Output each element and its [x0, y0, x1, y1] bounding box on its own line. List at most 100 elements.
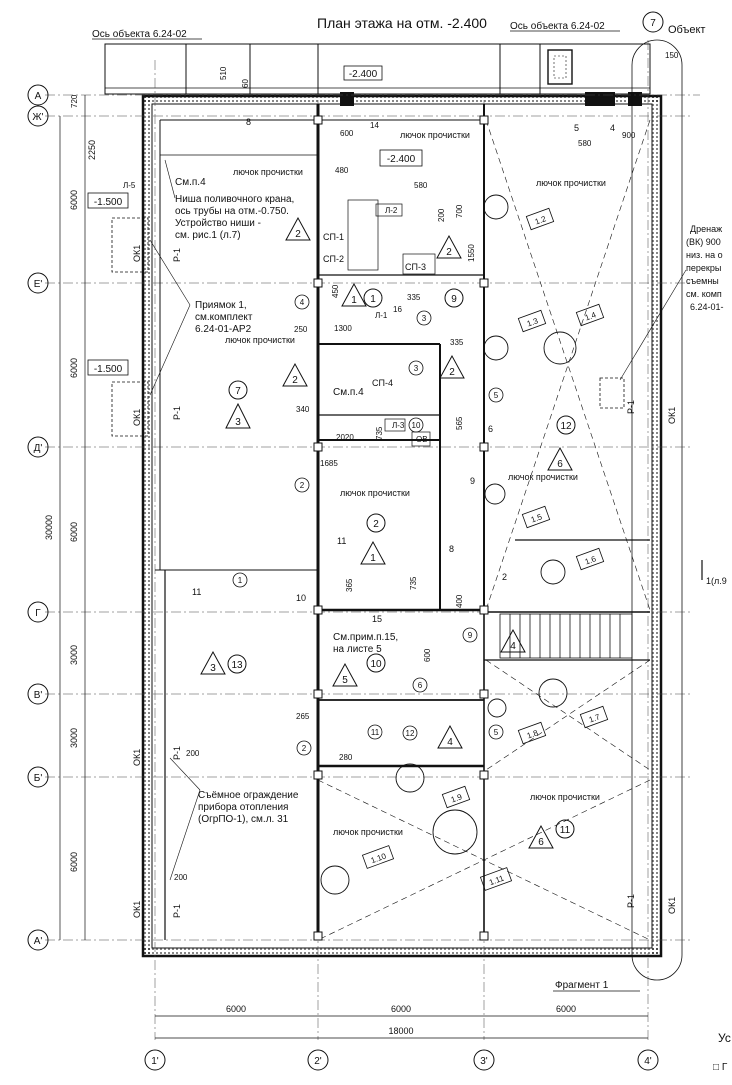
- svg-text:8: 8: [449, 544, 454, 554]
- svg-text:2020: 2020: [336, 433, 354, 442]
- column-axis-markers: 1' 2' 3' 4' 7: [144, 11, 664, 1071]
- svg-text:4: 4: [300, 298, 305, 307]
- svg-text:3000: 3000: [69, 728, 79, 748]
- core-labels: СП-1 СП-2 СП-3 СП-4 Л-1 Л-2 Л-3 ОВ: [323, 199, 436, 447]
- svg-text:2: 2: [300, 481, 305, 490]
- svg-text:Приямок 1,: Приямок 1,: [195, 300, 247, 311]
- svg-text:1.6: 1.6: [584, 554, 598, 566]
- svg-text:1.3: 1.3: [526, 316, 540, 328]
- svg-text:См.п.4: См.п.4: [175, 177, 206, 188]
- drain-symbols: [320, 194, 577, 895]
- svg-text:7: 7: [235, 386, 241, 397]
- left-dimension-chain: 720 2250 6000 6000 6000 3000 3000 6000 3…: [44, 94, 97, 940]
- axis-label: 2': [314, 1056, 322, 1067]
- svg-text:900: 900: [622, 131, 636, 140]
- svg-text:30000: 30000: [44, 515, 54, 540]
- svg-text:2250: 2250: [87, 140, 97, 160]
- axis-label: Ж': [32, 112, 43, 123]
- svg-text:лючок прочистки: лючок прочистки: [536, 178, 606, 188]
- room-circle-numbers: 7 2 13 10 9 12 11 1: [231, 294, 572, 836]
- svg-text:1.2: 1.2: [534, 214, 548, 226]
- svg-text:6000: 6000: [69, 522, 79, 542]
- svg-text:ОК1: ОК1: [667, 897, 677, 914]
- svg-text:1.7: 1.7: [588, 712, 602, 724]
- svg-text:6000: 6000: [69, 358, 79, 378]
- svg-text:(ОгрПО-1), см.л. 31: (ОгрПО-1), см.л. 31: [198, 814, 289, 825]
- svg-text:1685: 1685: [320, 459, 338, 468]
- svg-text:Л-1: Л-1: [375, 311, 388, 320]
- axis-label: Б': [34, 773, 43, 784]
- svg-text:ОК1: ОК1: [132, 409, 142, 426]
- svg-text:335: 335: [450, 338, 464, 347]
- svg-text:8: 8: [246, 117, 251, 127]
- svg-text:13: 13: [231, 660, 243, 671]
- svg-text:2: 2: [502, 572, 507, 582]
- reference-flag-labels: 1.2 1.3 1.4 1.5 1.6 1.7 1.8 1.9 1.10 1.1…: [370, 214, 602, 887]
- svg-text:11: 11: [371, 728, 380, 737]
- drawing-title: План этажа на отм. -2.400: [317, 15, 487, 31]
- svg-text:СП-4: СП-4: [372, 378, 393, 388]
- svg-text:6000: 6000: [69, 852, 79, 872]
- svg-text:3: 3: [422, 314, 427, 323]
- svg-text:6000: 6000: [556, 1004, 576, 1014]
- svg-text:9: 9: [451, 294, 457, 305]
- svg-text:ОК1: ОК1: [132, 245, 142, 262]
- room-tag-numbers: 2 3 1 2 2 2 1 3 5 4 6 6 4: [210, 229, 563, 848]
- svg-text:4: 4: [447, 737, 453, 748]
- svg-text:1.11: 1.11: [488, 873, 506, 887]
- svg-text:Съёмное ограждение: Съёмное ограждение: [198, 790, 299, 801]
- svg-text:4: 4: [510, 641, 516, 652]
- svg-text:580: 580: [414, 181, 428, 190]
- svg-text:510: 510: [219, 66, 228, 80]
- svg-text:Р-1: Р-1: [172, 746, 182, 760]
- svg-text:перекры: перекры: [686, 263, 721, 273]
- svg-text:12: 12: [560, 421, 572, 432]
- svg-text:3: 3: [414, 364, 419, 373]
- svg-text:700: 700: [455, 204, 464, 218]
- svg-text:6: 6: [488, 424, 493, 434]
- svg-text:Л-3: Л-3: [392, 421, 405, 430]
- svg-text:6: 6: [538, 837, 544, 848]
- svg-text:См.п.4: См.п.4: [333, 387, 364, 398]
- fragment-label: Фрагмент 1: [555, 980, 609, 991]
- room-tags: [200, 216, 573, 849]
- svg-text:2: 2: [373, 519, 379, 530]
- svg-text:6000: 6000: [226, 1004, 246, 1014]
- svg-text:16: 16: [393, 305, 402, 314]
- svg-text:250: 250: [294, 325, 308, 334]
- svg-text:18000: 18000: [388, 1026, 413, 1036]
- svg-text:4: 4: [610, 123, 615, 133]
- svg-text:3: 3: [235, 417, 241, 428]
- wall-mark-numbers: 4 2 1 2 9 5 5 6 3 10 3 11 12: [238, 298, 499, 753]
- svg-text:2: 2: [446, 247, 452, 258]
- svg-text:ОВ: ОВ: [416, 435, 428, 444]
- svg-text:14: 14: [370, 121, 379, 130]
- svg-text:1.10: 1.10: [370, 851, 388, 865]
- wall-mark-circles: [232, 294, 504, 756]
- void-diagonals: [317, 119, 651, 941]
- svg-text:6: 6: [557, 459, 563, 470]
- level-top: -2.400: [349, 69, 378, 80]
- svg-text:5: 5: [574, 123, 579, 133]
- svg-text:ОК1: ОК1: [132, 749, 142, 766]
- svg-text:2: 2: [295, 229, 301, 240]
- svg-text:735: 735: [375, 426, 384, 440]
- svg-text:2: 2: [292, 375, 298, 386]
- svg-text:1(л.9: 1(л.9: [706, 576, 727, 586]
- svg-text:480: 480: [335, 166, 349, 175]
- svg-text:6000: 6000: [69, 190, 79, 210]
- svg-text:лючок прочистки: лючок прочистки: [400, 130, 470, 140]
- svg-text:Л-2: Л-2: [385, 206, 398, 215]
- svg-text:Л-5: Л-5: [123, 181, 136, 190]
- svg-text:лючок прочистки: лючок прочистки: [225, 335, 295, 345]
- svg-text:см. рис.1 (л.7): см. рис.1 (л.7): [175, 230, 241, 241]
- svg-text:11: 11: [337, 536, 346, 546]
- room-circles: [227, 288, 576, 839]
- svg-text:720: 720: [70, 94, 79, 108]
- svg-text:СП-1: СП-1: [323, 232, 344, 242]
- axis-label: А: [35, 91, 42, 102]
- svg-text:Дренаж: Дренаж: [690, 224, 722, 234]
- svg-text:низ. на о: низ. на о: [686, 250, 723, 260]
- svg-text:150: 150: [665, 51, 679, 60]
